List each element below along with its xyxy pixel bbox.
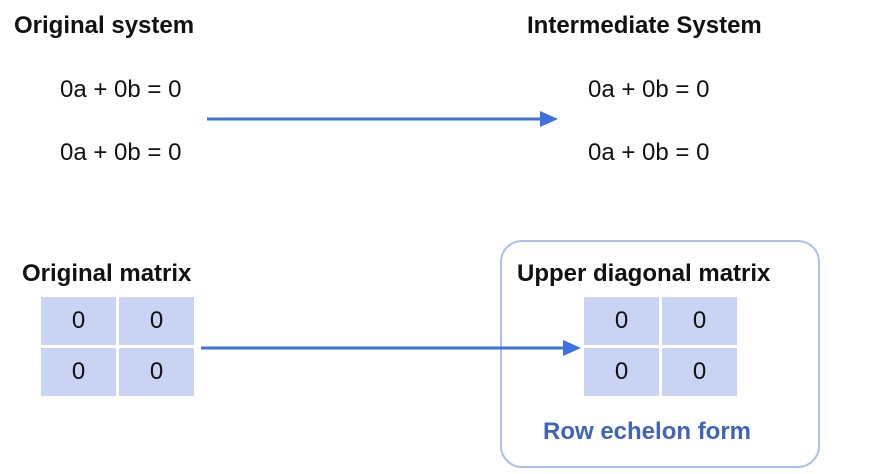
matrix-cell: 0 [119, 348, 194, 396]
upper-diagonal-matrix: 0 0 0 0 [584, 297, 737, 396]
row-echelon-form-box [500, 240, 820, 468]
upper-diagonal-matrix-title: Upper diagonal matrix [517, 260, 771, 287]
original-system-title: Original system [14, 12, 195, 39]
row-echelon-form-label: Row echelon form [543, 418, 752, 445]
intermediate-system-title: Intermediate System [527, 12, 762, 39]
intermediate-equation-1: 0a + 0b = 0 [588, 76, 710, 103]
matrix-cell: 0 [41, 297, 116, 345]
matrix-cell: 0 [41, 348, 116, 396]
original-equation-2: 0a + 0b = 0 [60, 139, 182, 166]
matrix-cell: 0 [584, 348, 659, 396]
matrix-cell: 0 [584, 297, 659, 345]
matrix-cell: 0 [662, 297, 737, 345]
original-equation-1: 0a + 0b = 0 [60, 76, 182, 103]
original-matrix: 0 0 0 0 [41, 297, 194, 396]
matrix-cell: 0 [662, 348, 737, 396]
original-matrix-title: Original matrix [22, 260, 192, 287]
intermediate-equation-2: 0a + 0b = 0 [588, 139, 710, 166]
matrix-cell: 0 [119, 297, 194, 345]
